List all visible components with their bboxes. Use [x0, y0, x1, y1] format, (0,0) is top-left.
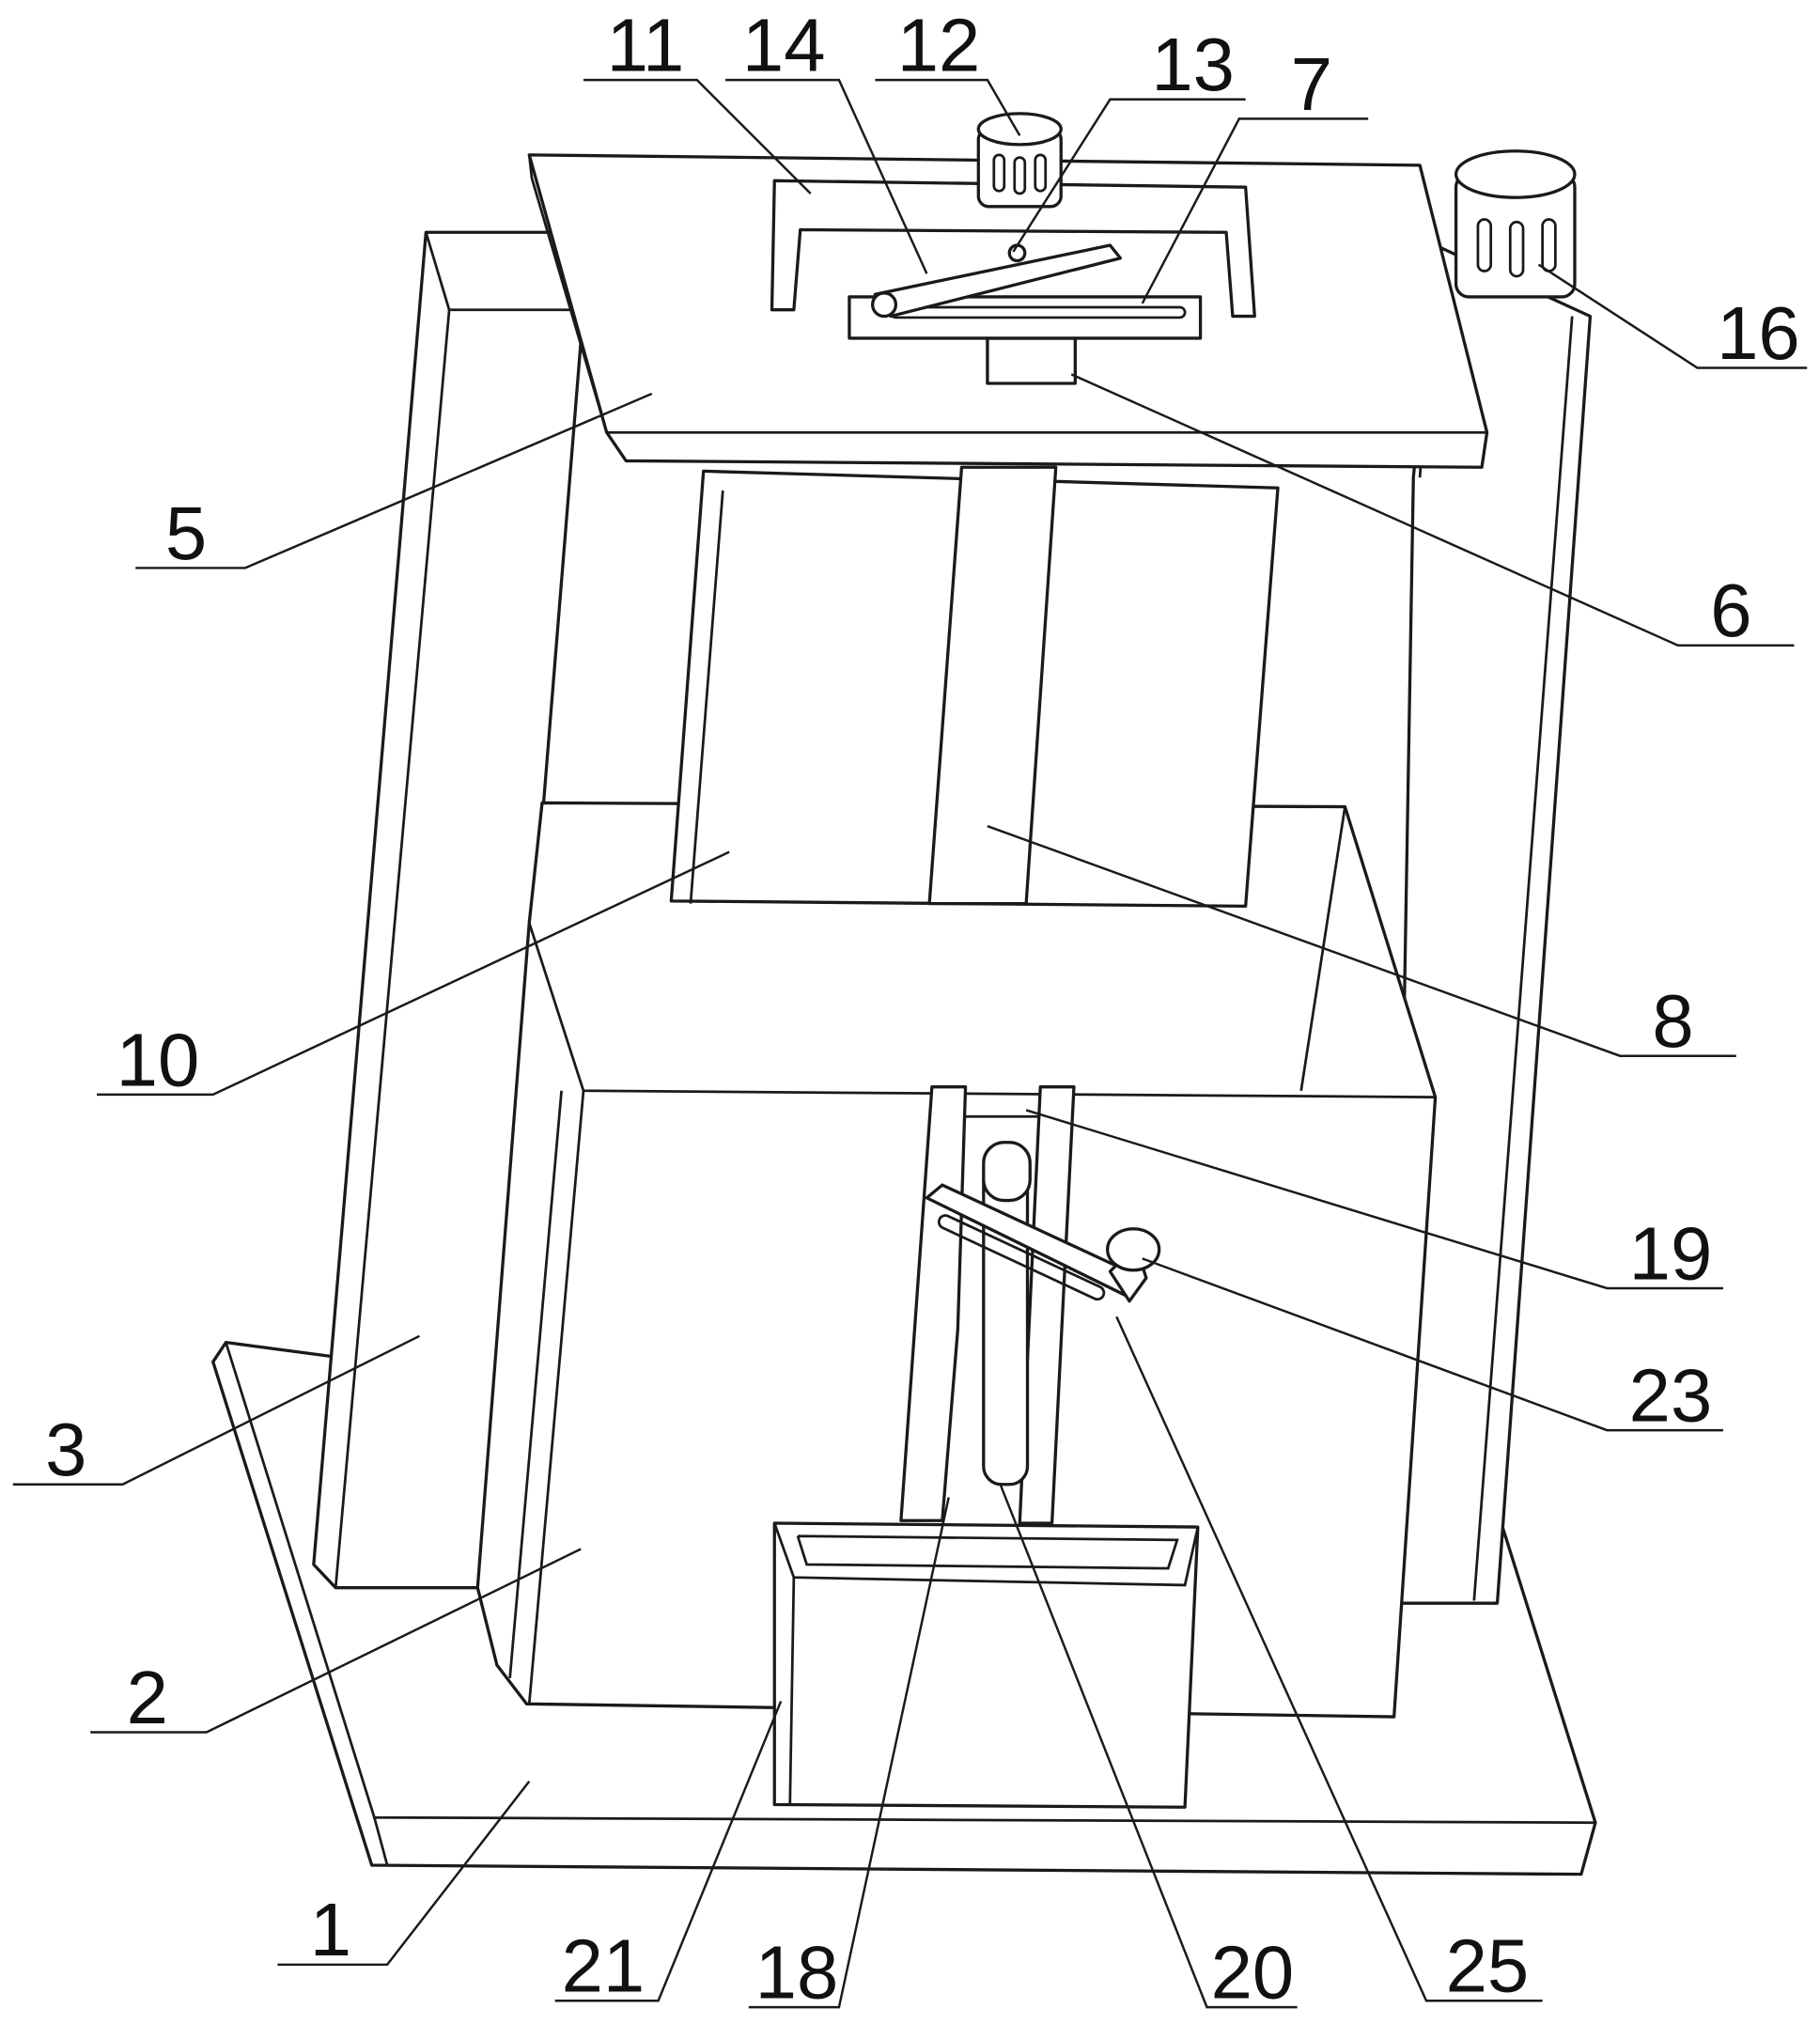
label-19: 19: [1629, 1211, 1713, 1295]
label-20: 20: [1211, 1931, 1295, 2015]
label-18: 18: [755, 1931, 839, 2015]
label-1: 1: [310, 1888, 351, 1971]
label-10: 10: [117, 1018, 200, 1101]
label-8: 8: [1652, 979, 1693, 1063]
collection-box: [774, 1523, 1198, 1807]
label-3: 3: [45, 1408, 86, 1491]
rod-20: [984, 1143, 1030, 1485]
label-7: 7: [1291, 42, 1332, 126]
label-2: 2: [127, 1656, 168, 1739]
label-6: 6: [1710, 568, 1751, 652]
label-25: 25: [1446, 1924, 1530, 2008]
mount-6: [988, 338, 1075, 383]
label-12: 12: [897, 4, 981, 87]
label-13: 13: [1151, 23, 1235, 106]
label-11: 11: [607, 4, 685, 87]
knob-16: [1456, 151, 1575, 297]
label-14: 14: [742, 4, 826, 87]
label-21: 21: [562, 1924, 646, 2008]
press-block: [671, 467, 1278, 906]
label-23: 23: [1629, 1353, 1713, 1437]
knob-12: [978, 114, 1061, 207]
label-16: 16: [1717, 291, 1800, 375]
label-5: 5: [165, 491, 207, 575]
